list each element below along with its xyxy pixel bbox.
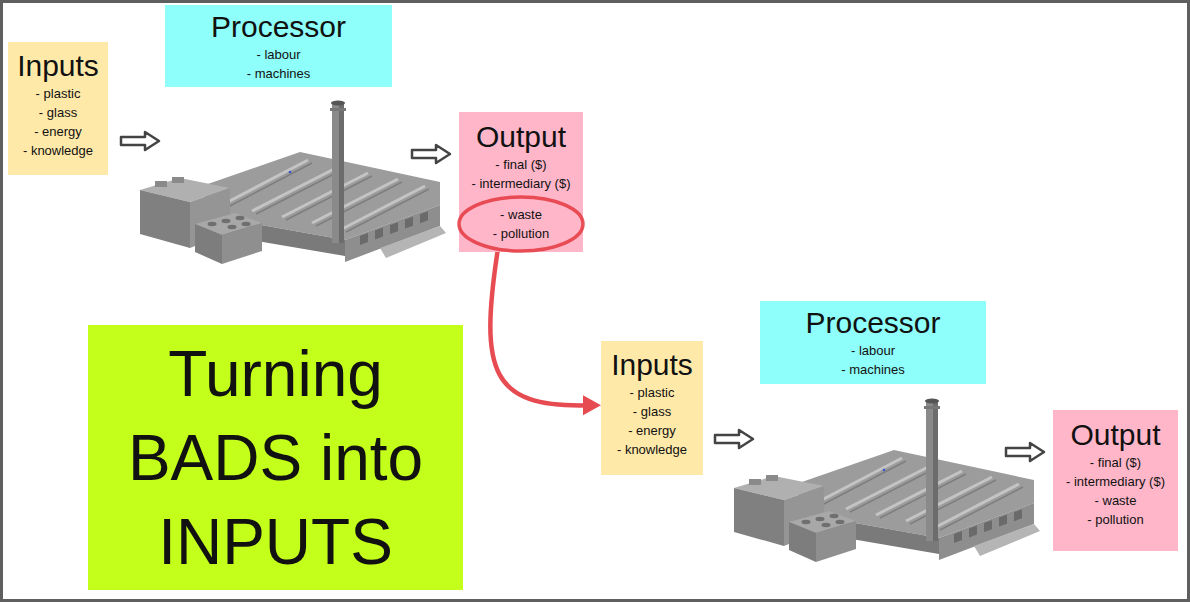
processor-box: Processor- labour- machines (165, 5, 392, 87)
flow-arrow (412, 145, 450, 163)
output-box: Output- final ($)- intermediary ($)- was… (1053, 410, 1178, 551)
list-item: - intermediary ($) (472, 174, 571, 193)
list-item: - energy (34, 122, 82, 141)
banner-text: Turning BADS into INPUTS (98, 332, 453, 584)
list-item: - plastic (630, 383, 675, 402)
curved-arrow (490, 252, 601, 415)
flow-arrow (715, 430, 753, 448)
list-item: - intermediary ($) (1066, 472, 1165, 491)
list-item: - pollution (1087, 510, 1143, 529)
list-item: - waste (1095, 491, 1137, 510)
list-item: - knowledge (617, 440, 687, 459)
list-item: - plastic (36, 84, 81, 103)
banner-box: Turning BADS into INPUTS (88, 325, 463, 590)
list-item: - energy (628, 421, 676, 440)
list-item: - pollution (493, 224, 549, 243)
list-item: - final ($) (495, 155, 546, 174)
list-item: - glass (633, 402, 671, 421)
list-item: - machines (841, 360, 905, 379)
list-item: - waste (500, 205, 542, 224)
inputs-box: Inputs- plastic- glass- energy- knowledg… (601, 341, 703, 475)
highlight-ring (459, 197, 583, 251)
flow-arrow (1006, 443, 1044, 461)
box-heading: Processor (211, 9, 346, 45)
box-heading: Output (476, 119, 566, 155)
list-item: - knowledge (23, 141, 93, 160)
box-heading: Inputs (17, 48, 99, 84)
list-item: - machines (247, 64, 311, 83)
box-heading: Processor (805, 305, 940, 341)
list-item: - glass (39, 103, 77, 122)
list-item: - final ($) (1090, 453, 1141, 472)
output-box: Output- final ($)- intermediary ($) - was… (459, 112, 583, 252)
box-heading: Inputs (611, 347, 693, 383)
flow-arrow (121, 132, 159, 150)
list-item: - labour (256, 45, 300, 64)
box-heading: Output (1070, 417, 1160, 453)
processor-box: Processor- labour- machines (760, 301, 986, 384)
factory-picture (140, 101, 446, 265)
list-item: - labour (851, 341, 895, 360)
inputs-box: Inputs- plastic- glass- energy- knowledg… (8, 42, 108, 175)
factory-picture (734, 399, 1040, 563)
